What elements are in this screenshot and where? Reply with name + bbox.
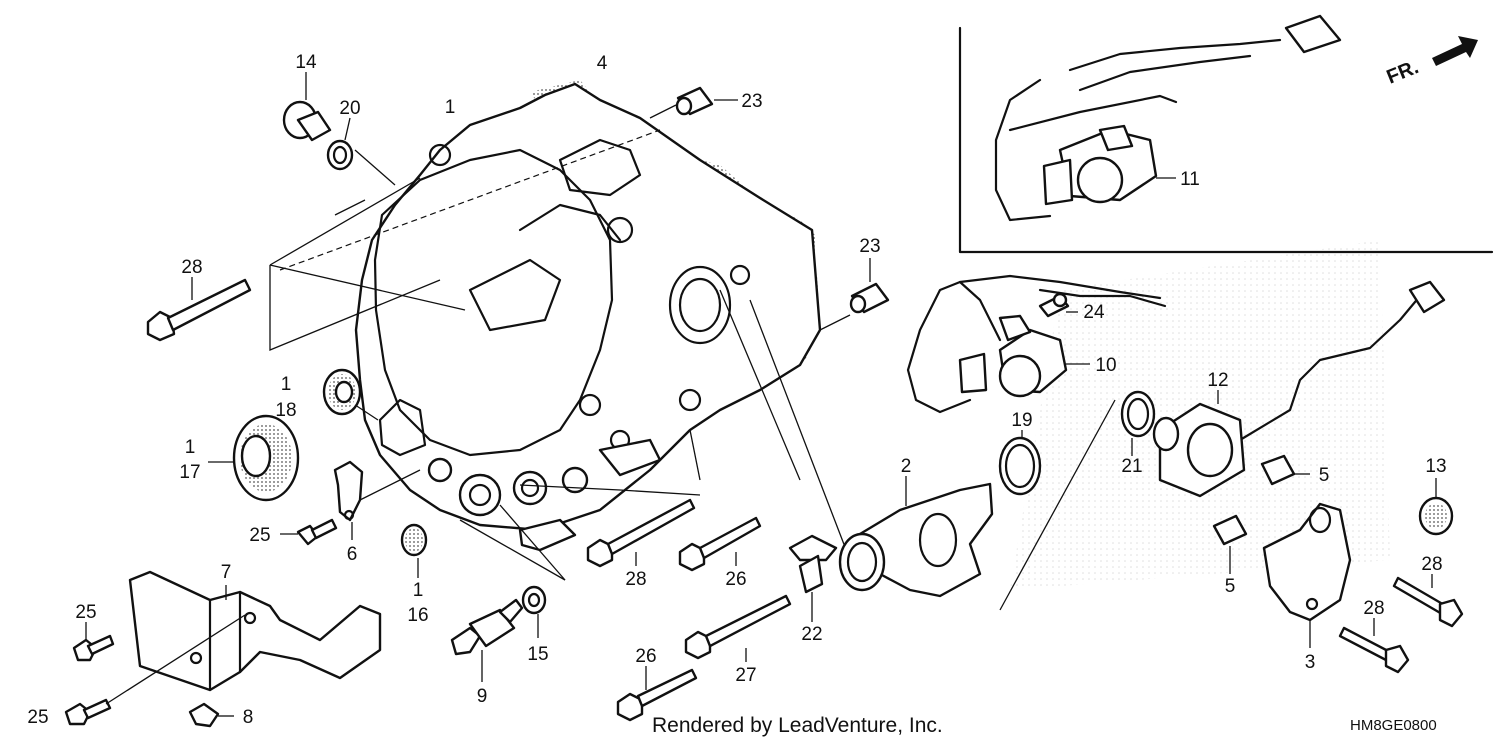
callout-28-left: 28	[181, 257, 202, 278]
callout-26-lower: 26	[635, 646, 656, 667]
part-26-bolt-lower	[616, 666, 698, 722]
diagram-code: HM8GE0800	[1350, 717, 1437, 734]
callout-15: 15	[527, 644, 548, 665]
callout-16: 16	[407, 605, 428, 626]
part-18-oil-seal	[322, 368, 362, 416]
callout-1-seal: 1	[281, 374, 292, 395]
callouts: 14 20 1 4 23 23 28 1 18 1 17 25 6 1 16 7…	[27, 52, 1446, 728]
part-5-dowel-upper	[1260, 454, 1310, 486]
front-direction-arrow-icon: FR.	[1384, 36, 1478, 89]
callout-1-top: 1	[445, 97, 456, 118]
part-28-bolt-right-upper	[1392, 574, 1464, 628]
callout-13: 13	[1425, 456, 1446, 477]
callout-26-upper: 26	[725, 569, 746, 590]
callout-21: 21	[1121, 456, 1142, 477]
part-21-o-ring	[1120, 390, 1156, 456]
callout-5-upper: 5	[1319, 465, 1330, 486]
part-10-switch-assembly	[906, 274, 1167, 414]
callout-18: 18	[275, 400, 296, 421]
part-25-bolt-c	[64, 614, 246, 726]
part-12-sensor	[1152, 280, 1446, 498]
part-13-seal	[1418, 478, 1454, 536]
callout-5-lower: 5	[1225, 576, 1236, 597]
part-23-dowel-right	[849, 258, 890, 314]
callout-4: 4	[597, 53, 608, 74]
callout-19: 19	[1011, 410, 1032, 431]
part-17-bearing	[208, 414, 300, 502]
callout-22: 22	[801, 624, 822, 645]
callout-28-center: 28	[625, 569, 646, 590]
assembly-leader-lines	[269, 104, 1116, 611]
part-9-neutral-switch	[450, 598, 524, 682]
rear-crankcase-cover	[279, 80, 822, 552]
part-16-oil-seal	[400, 523, 428, 578]
part-25-bolt-b	[72, 622, 115, 662]
part-22-clip	[788, 534, 838, 622]
callout-27: 27	[735, 665, 756, 686]
part-8-clip	[188, 702, 234, 728]
part-14-plug	[282, 72, 332, 142]
callout-25-b: 25	[75, 602, 96, 623]
callout-7: 7	[221, 562, 232, 583]
callout-1-bearing: 1	[185, 437, 196, 458]
part-27-bolt	[684, 594, 792, 662]
part-15-washer	[521, 585, 547, 638]
callout-23-right: 23	[859, 236, 880, 257]
callout-9: 9	[477, 686, 488, 707]
callout-23-top: 23	[741, 91, 762, 112]
part-24-bolt	[1038, 292, 1078, 318]
callout-20: 20	[339, 98, 360, 119]
part-11-switch-assembly	[994, 14, 1342, 222]
part-25-bolt-a	[280, 518, 338, 546]
callout-6: 6	[347, 544, 358, 565]
callout-14: 14	[295, 52, 317, 73]
part-19-o-ring	[998, 430, 1042, 496]
callout-10: 10	[1095, 355, 1116, 376]
part-28-bolt-right-lower	[1338, 618, 1410, 674]
part-20-o-ring	[326, 117, 354, 171]
callout-11: 11	[1180, 169, 1200, 190]
callout-3: 3	[1305, 652, 1316, 673]
callout-24: 24	[1083, 302, 1105, 323]
inset-frame	[958, 26, 1494, 254]
part-6-clamp	[333, 460, 364, 540]
footer-credit: Rendered by LeadVenture, Inc.	[652, 714, 943, 737]
front-direction-label: FR.	[1384, 56, 1422, 88]
callout-12: 12	[1207, 370, 1228, 391]
callout-25-c: 25	[27, 707, 48, 728]
callout-28-right-lower: 28	[1363, 598, 1384, 619]
part-2-gearshift-housing	[838, 476, 994, 598]
part-23-dowel-top	[675, 86, 738, 116]
part-7-guard-plate	[128, 570, 382, 692]
part-26-bolt-upper	[678, 516, 762, 572]
part-5-dowel-lower	[1212, 514, 1248, 574]
part-3-bracket	[1262, 502, 1352, 648]
part-28-bolt-left	[146, 277, 252, 342]
part-28-bolt-center	[586, 498, 696, 568]
callout-2: 2	[901, 456, 912, 477]
callout-1-lower: 1	[413, 580, 424, 601]
callout-25-a: 25	[249, 525, 270, 546]
callout-8: 8	[243, 707, 254, 728]
callout-17: 17	[179, 462, 200, 483]
callout-28-right-upper: 28	[1421, 554, 1442, 575]
